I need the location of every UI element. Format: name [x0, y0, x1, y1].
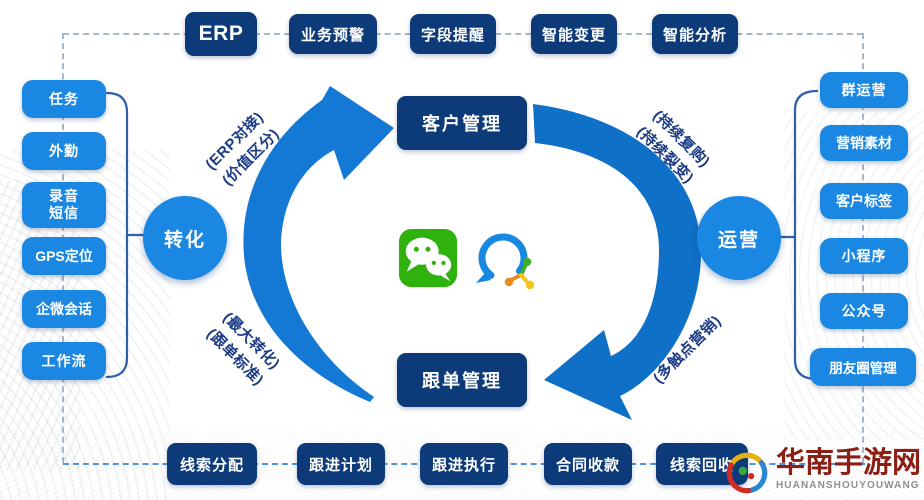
left-bracket [105, 91, 129, 379]
cycle-arrow-down-icon [533, 104, 702, 420]
field-reminder-box: 字段提醒 [410, 14, 496, 54]
task-box: 任务 [22, 80, 106, 118]
order-follow-management-box: 跟单管理 [397, 353, 527, 407]
right-bracket [793, 89, 819, 381]
wechat-icon [398, 228, 458, 288]
conversion-circle: 转化 [143, 196, 227, 280]
smart-analysis-box: 智能分析 [652, 14, 738, 54]
wecom-session-box: 企微会话 [22, 290, 106, 328]
erp-box: ERP [185, 12, 257, 56]
watermark-title: 华南手游网 [775, 447, 921, 479]
customer-tag-box: 客户标签 [820, 183, 908, 219]
mini-program-box: 小程序 [820, 238, 908, 274]
recording-sms-box: 录音短信 [22, 182, 106, 228]
gps-location-box: GPS定位 [22, 237, 106, 275]
customer-management-box: 客户管理 [397, 96, 527, 150]
business-warning-box: 业务预警 [289, 14, 377, 54]
follow-up-execution-box: 跟进执行 [420, 443, 508, 485]
operation-circle: 运营 [697, 196, 781, 280]
erp-label: ERP [198, 22, 244, 45]
contract-payment-box: 合同收款 [544, 443, 632, 485]
field-work-box: 外勤 [22, 132, 106, 170]
lead-assignment-box: 线索分配 [167, 443, 257, 485]
cycle-arrow-up-icon [243, 86, 394, 402]
follow-up-plan-box: 跟进计划 [297, 443, 385, 485]
watermark: 华南手游网 HUANANSHOUYOUWANG [722, 448, 921, 498]
workflow-box: 工作流 [22, 342, 106, 380]
huanan-logo-icon [726, 452, 768, 494]
moments-management-box: 朋友圈管理 [810, 348, 916, 386]
official-account-box: 公众号 [820, 293, 908, 329]
group-operation-box: 群运营 [820, 72, 908, 108]
wechat-work-icon [476, 233, 535, 290]
marketing-material-box: 营销素材 [820, 125, 908, 161]
watermark-subtitle: HUANANSHOUYOUWANG [775, 480, 920, 492]
smart-change-box: 智能变更 [531, 14, 617, 54]
